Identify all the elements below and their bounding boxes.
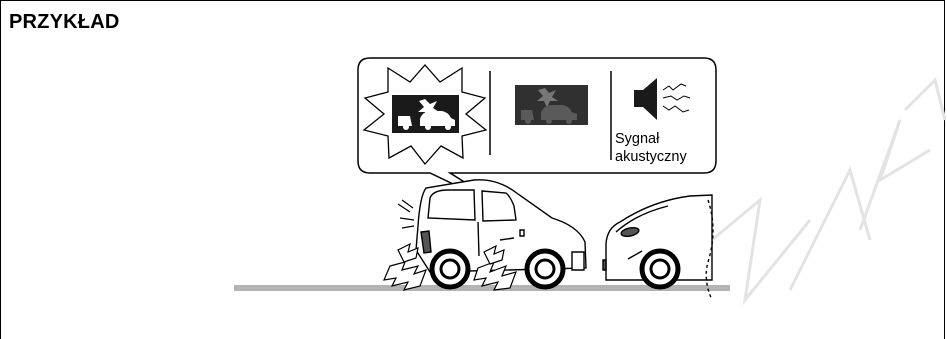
sound-label-line2: akustyczny — [615, 149, 687, 165]
front-car — [603, 195, 713, 300]
sound-label: Sygnał akustyczny — [615, 130, 687, 166]
collision-warning-indicator-icon — [515, 85, 588, 125]
watermark — [700, 80, 945, 300]
sound-label-line1: Sygnał — [615, 131, 659, 147]
